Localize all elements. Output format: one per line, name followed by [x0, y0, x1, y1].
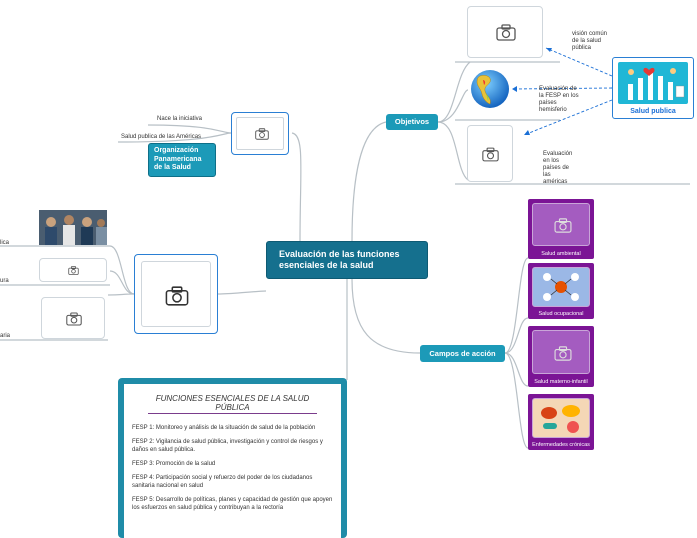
ops-image-node[interactable] [231, 112, 289, 155]
left-small-image-3[interactable] [41, 297, 105, 339]
ops-note-2: Salud publica de las Américas [121, 134, 202, 140]
campo-card-2[interactable]: Salud ocupacional [528, 263, 594, 319]
left-fragment-1: lica [0, 240, 10, 246]
fesp-item-2: FESP 2: Vigilancia de salud pública, inv… [132, 439, 323, 453]
campo-card-3[interactable]: Salud materno-infantil [528, 326, 594, 387]
camera-icon [554, 218, 572, 233]
fesp-title: FUNCIONES ESENCIALES DE LA SALUD PÚBLICA [148, 394, 317, 414]
campo-label-1: Salud ambiental [541, 251, 581, 257]
salud-publica-node[interactable]: Salud publica [612, 57, 694, 119]
fesp-item-3: FESP 3: Promoción de la salud [132, 461, 216, 467]
campo-card-4[interactable]: Enfermedades crónicas [528, 394, 594, 450]
objetivo-image-3[interactable] [467, 125, 513, 182]
campo-card-1[interactable]: Salud ambiental [528, 199, 594, 259]
ops-label: Organización Panamericana de la Salud [154, 147, 202, 171]
objetivo-image-1[interactable] [467, 6, 543, 58]
objetivo-text-2: Evaluación de la FESP en los países hemi… [539, 86, 579, 113]
left-image-node[interactable] [134, 254, 218, 334]
salud-publica-illustration [618, 62, 688, 104]
objetivo-text-1: visión común de la salud pública [572, 31, 608, 51]
fesp-item-4: FESP 4: Participación social y refuerzo … [132, 475, 313, 489]
central-topic[interactable]: Evaluación de las funciones esenciales d… [266, 241, 428, 279]
camera-icon [554, 346, 572, 361]
globe-image [470, 68, 510, 110]
camera-icon [496, 24, 516, 41]
cronicas-illustration [532, 398, 590, 438]
ops-note-1: Nace la iniciativa [157, 116, 203, 122]
left-small-image-2[interactable] [39, 258, 107, 282]
camera-icon [68, 266, 79, 275]
campos-node[interactable]: Campos de acción [420, 345, 505, 362]
campo-label-4: Enfermedades crónicas [532, 442, 590, 448]
campo-label-3: Salud materno-infantil [534, 379, 588, 385]
camera-icon [482, 147, 499, 162]
camera-icon [66, 312, 82, 326]
objetivos-label: Objetivos [394, 117, 430, 126]
globe-icon [471, 70, 509, 108]
ocupacional-illustration [532, 267, 590, 307]
left-fragment-2: ura [0, 278, 9, 284]
people-photo [39, 210, 107, 245]
campos-label: Campos de acción [429, 349, 496, 358]
salud-publica-label: Salud publica [630, 108, 676, 115]
fesp-panel[interactable]: FUNCIONES ESENCIALES DE LA SALUD PÚBLICA… [118, 378, 347, 538]
connector-lines [0, 47, 690, 449]
objetivo-text-3: Evaluación en los países de las américas [543, 151, 573, 185]
ops-node[interactable]: Organización Panamericana de la Salud [148, 143, 216, 177]
left-fragment-3: aria [0, 333, 11, 339]
fesp-item-1: FESP 1: Monitoreo y análisis de la situa… [132, 425, 316, 431]
camera-icon [255, 128, 269, 140]
campo-label-2: Salud ocupacional [538, 311, 584, 317]
objetivos-node[interactable]: Objetivos [386, 114, 438, 130]
central-title: Evaluación de las funciones esenciales d… [279, 249, 400, 270]
camera-icon [165, 286, 189, 306]
fesp-item-5: FESP 5: Desarrollo de políticas, planes … [132, 497, 333, 511]
